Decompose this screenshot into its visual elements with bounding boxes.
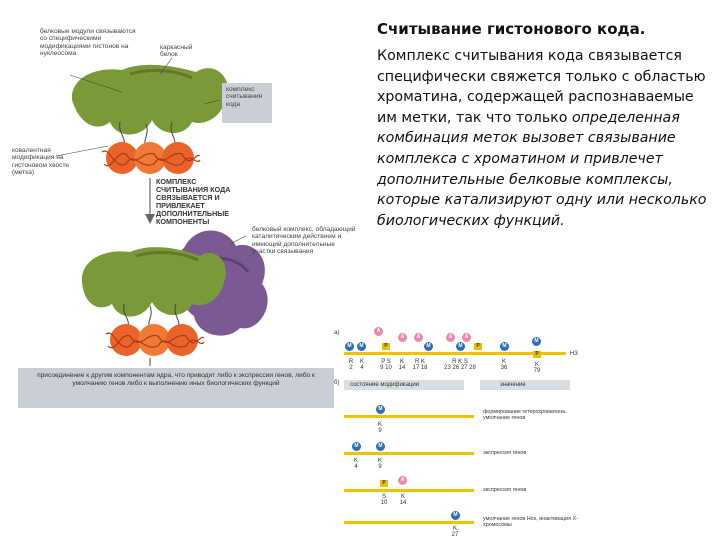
reader-complex-top: [72, 65, 228, 135]
label-complex: комплекс считывания кода: [226, 86, 268, 108]
methyl-mark: M: [451, 511, 460, 520]
row-meaning: экспрессия генов: [483, 487, 573, 493]
h3-label: H3: [570, 351, 578, 357]
label-complex-recruits: КОМПЛЕКС СЧИТЫВАНИЯ КОДА СВЯЗЫВАЕТСЯ И П…: [156, 178, 240, 226]
label-catalytic-complex: белковый комплекс, обладающий каталитиче…: [252, 226, 360, 256]
modification-row-bar: [344, 452, 474, 455]
phospho-mark: P: [382, 343, 390, 350]
state-label: состояние модификации: [350, 382, 419, 388]
modification-row-bar: [344, 489, 474, 492]
acetyl-mark: A: [446, 333, 455, 342]
methyl-mark: M: [456, 342, 465, 351]
acetyl-mark: A: [374, 327, 383, 336]
panel-a-label: а): [334, 330, 339, 336]
panel-b-label: б): [334, 380, 339, 386]
label-scaffold-protein: каркасный белок: [160, 44, 202, 59]
label-complex-box: комплекс считывания кода: [222, 83, 272, 123]
methyl-mark: M: [376, 442, 385, 451]
modification-row-bar: [344, 521, 474, 524]
row-meaning: формирование гетерохроматина, умолчание …: [483, 409, 573, 421]
methyl-mark: M: [357, 342, 366, 351]
methyl-mark: M: [352, 442, 361, 451]
methyl-mark: M: [500, 342, 509, 351]
acetyl-mark: A: [462, 333, 471, 342]
paragraph-italic: определенная комбинация меток вызовет св…: [377, 110, 706, 229]
nucleosomes-bottom: [106, 324, 204, 356]
row-meaning: умолчание генов Hox, инактивация X-хромо…: [483, 516, 583, 528]
row-meaning: экспрессия генов: [483, 450, 573, 456]
methyl-mark: M: [424, 342, 433, 351]
nucleosomes-top: [102, 142, 200, 174]
label-covalent-modification: ковалентная модификация на гистоновом хв…: [12, 147, 86, 177]
acetyl-mark: A: [398, 476, 407, 485]
phospho-mark: P: [474, 343, 482, 350]
methyl-mark: M: [532, 337, 541, 346]
slide-title: Считывание гистонового кода.: [377, 20, 645, 38]
methyl-mark: M: [376, 405, 385, 414]
slide-paragraph: Комплекс считывания кода связывается спе…: [377, 46, 707, 231]
label-protein-modules: белковые модули связываются со специфиче…: [40, 28, 140, 58]
acetyl-mark: A: [414, 333, 423, 342]
outcome-box: присоединение к другим компонентам ядра,…: [18, 368, 334, 408]
acetyl-mark: A: [398, 333, 407, 342]
modification-row-bar: [344, 415, 474, 418]
meaning-label: значение: [500, 382, 526, 388]
phospho-mark: P: [380, 480, 388, 487]
phospho-mark: P: [533, 351, 541, 358]
methyl-mark: M: [345, 342, 354, 351]
